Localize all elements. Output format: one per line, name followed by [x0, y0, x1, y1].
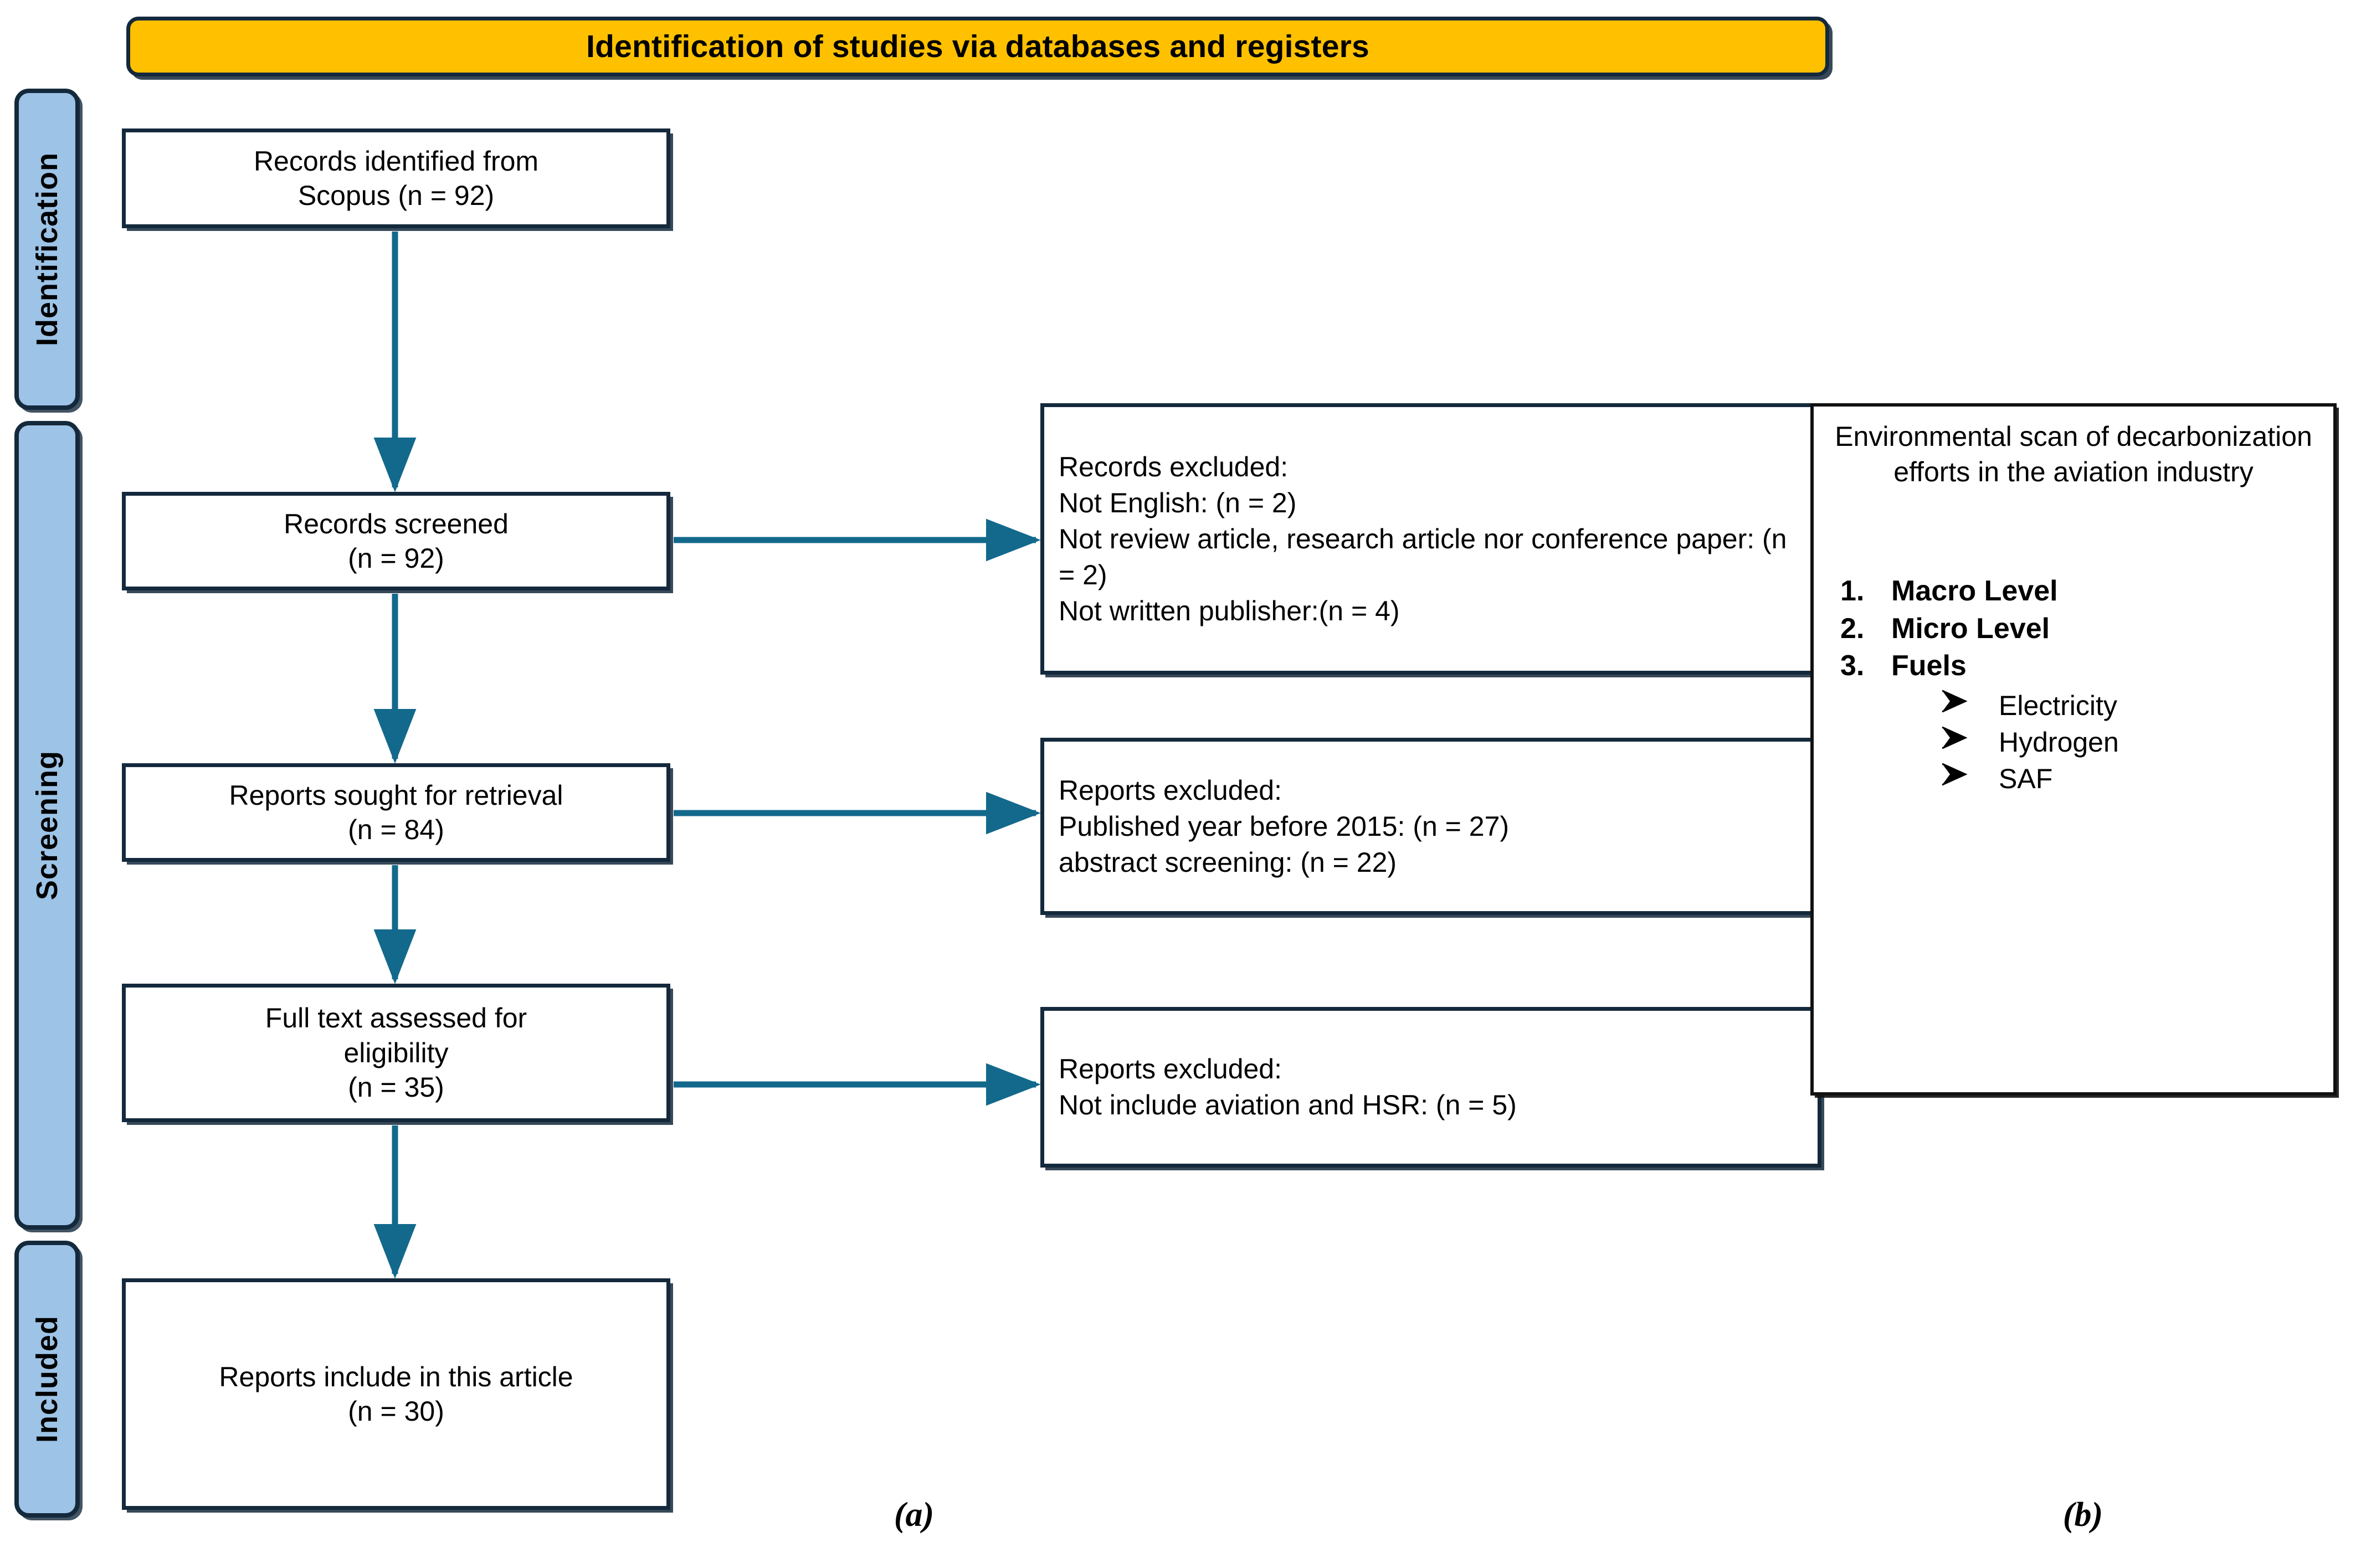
panel-b-list-item-micro: 2. Micro Level — [1840, 610, 2317, 648]
stage-band-included: Included — [14, 1241, 80, 1518]
panel-b-title: Environmental scan of decarbonization ef… — [1835, 421, 2312, 487]
reports-sought-line2: (n = 84) — [348, 814, 444, 845]
full-text-line1: Full text assessed for — [265, 1003, 527, 1034]
reports-excluded-screening-reason-2: abstract screening: (n = 22) — [1059, 846, 1397, 878]
records-identified-line2: Scopus (n = 92) — [297, 180, 495, 211]
arrow-bullet-icon — [1939, 760, 1999, 788]
flow-box-full-text-assessed: Full text assessed for eligibility (n = … — [122, 984, 670, 1122]
records-excluded-reason-2: Not review article, research article nor… — [1059, 523, 1787, 590]
reports-included-line2: (n = 30) — [348, 1396, 444, 1427]
banner-title: Identification of studies via databases … — [586, 29, 1369, 64]
records-screened-line1: Records screened — [284, 508, 509, 539]
panel-b-fuel-sublist: Electricity Hydrogen — [1939, 687, 2317, 797]
panel-b-sub-label-hydrogen: Hydrogen — [1999, 726, 2119, 758]
panel-b-sub-item-electricity: Electricity — [1939, 687, 2317, 724]
exclusion-box-reports-excluded-eligibility: Reports excluded: Not include aviation a… — [1040, 1007, 1821, 1168]
arrow-bullet-icon — [1939, 724, 1999, 752]
flow-box-reports-included: Reports include in this article (n = 30) — [122, 1278, 670, 1510]
panel-b-list-number-1: 1. — [1840, 575, 1865, 607]
panel-b-sub-item-hydrogen: Hydrogen — [1939, 724, 2317, 760]
stage-label-screening: Screening — [30, 750, 64, 901]
panel-b-sub-label-saf: SAF — [1999, 763, 2053, 794]
panel-b-list-label-2: Micro Level — [1891, 612, 2050, 645]
panel-b-list-label-3: Fuels — [1891, 650, 1967, 682]
arrow-bullet-icon — [1939, 687, 1999, 715]
exclusion-box-reports-excluded-screening: Reports excluded: Published year before … — [1040, 738, 1821, 915]
banner-identification-header: Identification of studies via databases … — [126, 17, 1829, 76]
panel-b-list-item-fuels: 3. Fuels — [1840, 647, 2317, 685]
panel-b-list-number-2: 2. — [1840, 612, 1865, 645]
reports-excluded-screening-heading: Reports excluded: — [1059, 774, 1282, 806]
stage-label-included: Included — [30, 1315, 64, 1443]
panel-b-environmental-scan: Environmental scan of decarbonization ef… — [1810, 403, 2337, 1096]
stage-band-identification: Identification — [14, 89, 80, 410]
flow-box-records-screened: Records screened (n = 92) — [122, 492, 670, 590]
stage-label-identification: Identification — [30, 152, 64, 346]
reports-sought-line1: Reports sought for retrieval — [229, 779, 563, 811]
flow-box-records-identified: Records identified from Scopus (n = 92) — [122, 128, 670, 228]
panel-b-list-label-1: Macro Level — [1891, 575, 2058, 607]
records-excluded-reason-1: Not English: (n = 2) — [1059, 487, 1297, 518]
subfigure-caption-a: (a) — [894, 1496, 935, 1534]
full-text-line2: eligibility — [343, 1037, 449, 1068]
reports-excluded-screening-reason-1: Published year before 2015: (n = 27) — [1059, 810, 1510, 842]
full-text-line3: (n = 35) — [348, 1072, 444, 1103]
reports-included-line1: Reports include in this article — [219, 1361, 573, 1392]
subfigure-caption-b: (b) — [2062, 1496, 2103, 1534]
flow-box-reports-sought: Reports sought for retrieval (n = 84) — [122, 763, 670, 862]
panel-b-list-item-macro: 1. Macro Level — [1840, 573, 2317, 610]
reports-excluded-eligibility-heading: Reports excluded: — [1059, 1053, 1282, 1084]
panel-b-sub-label-electricity: Electricity — [1999, 690, 2117, 721]
panel-b-numbered-list: 1. Macro Level 2. Micro Level 3. Fuels — [1830, 573, 2317, 797]
records-excluded-heading: Records excluded: — [1059, 451, 1289, 482]
records-excluded-reason-3: Not written publisher:(n = 4) — [1059, 595, 1400, 626]
records-identified-line1: Records identified from — [253, 145, 539, 177]
panel-b-list-number-3: 3. — [1840, 650, 1865, 682]
panel-b-sub-item-saf: SAF — [1939, 760, 2317, 797]
reports-excluded-eligibility-reason-1: Not include aviation and HSR: (n = 5) — [1059, 1089, 1517, 1120]
records-screened-line2: (n = 92) — [348, 543, 444, 574]
exclusion-box-records-excluded: Records excluded: Not English: (n = 2) N… — [1040, 403, 1821, 675]
stage-band-screening: Screening — [14, 421, 80, 1230]
